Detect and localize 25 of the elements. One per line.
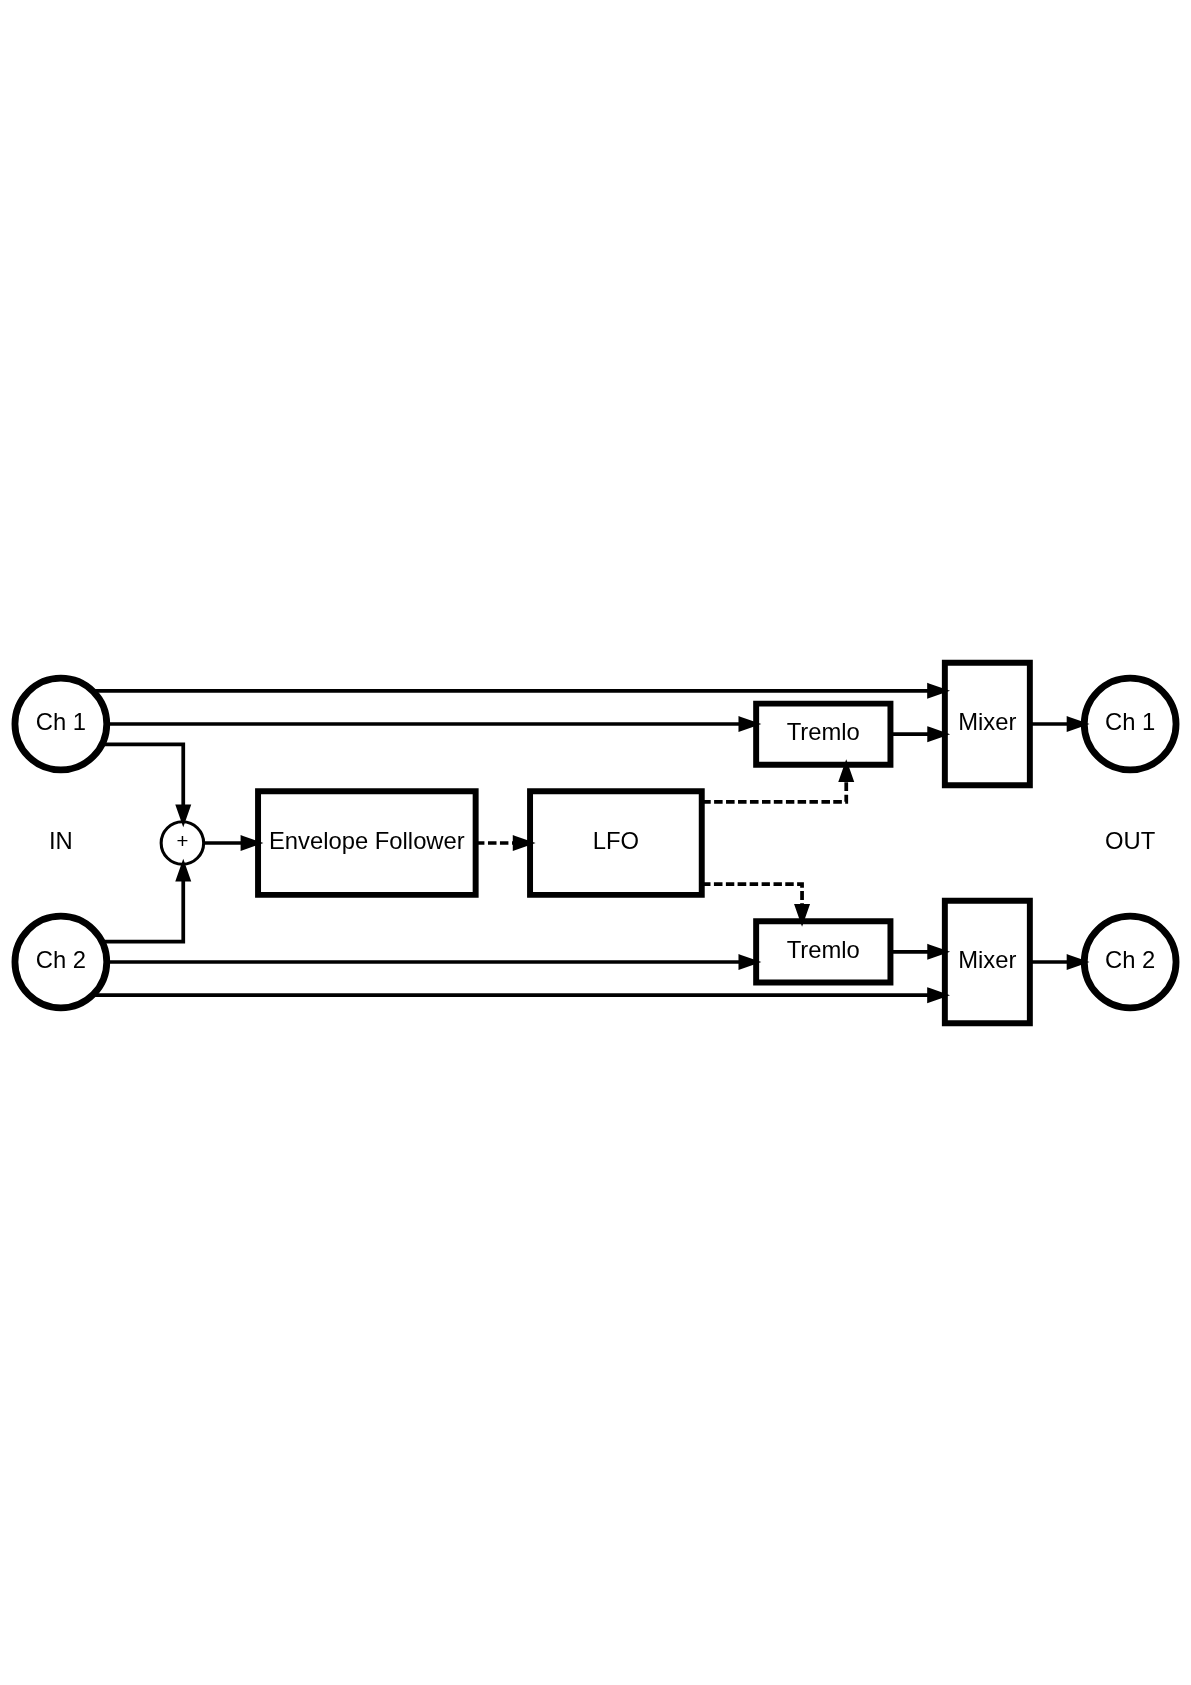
label: IN [48, 826, 73, 854]
arrow [1030, 953, 1090, 970]
node-circle: Ch 1 [1080, 674, 1180, 773]
node-box: Mixer [941, 897, 1033, 1026]
node-box: Envelope Follower [255, 787, 479, 898]
node-circle: Ch 2 [1080, 912, 1180, 1011]
node-box: Tremlo [753, 917, 894, 985]
arrow [890, 943, 951, 960]
node-circle: Ch 1 [11, 674, 111, 773]
arrow [92, 986, 950, 1003]
arrow [1030, 715, 1090, 732]
node-box: Mixer [941, 659, 1033, 788]
arrow [102, 742, 192, 827]
arrow [890, 725, 951, 742]
node-box: Tremlo [753, 700, 894, 768]
label: OUT [1105, 826, 1156, 854]
arrow [92, 682, 950, 699]
node-box: LFO [527, 787, 705, 898]
arrow [701, 881, 811, 927]
arrow [204, 834, 264, 851]
arrow [102, 858, 192, 943]
node-circle: + [159, 819, 206, 866]
arrow [702, 758, 855, 804]
node-circle: Ch 2 [11, 912, 111, 1011]
arrow [476, 834, 536, 851]
